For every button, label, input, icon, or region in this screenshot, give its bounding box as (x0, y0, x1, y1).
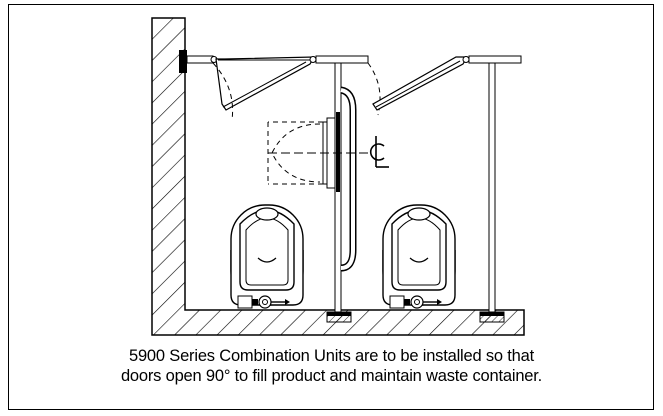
door-swing-arc-1 (212, 62, 234, 121)
wall-and-floor (151, 17, 525, 336)
diagram-frame (8, 4, 654, 410)
door-1 (215, 56, 316, 111)
urinal-1 (230, 204, 304, 309)
partition-1-post (326, 62, 352, 323)
combination-unit (267, 112, 340, 192)
partition-1-top (309, 55, 369, 64)
centerline-marker (268, 136, 389, 168)
caption-line-2: doors open 90° to fill product and maint… (120, 367, 543, 385)
partition-2-post (479, 62, 505, 323)
caption: 5900 Series Combination Units are to be … (0, 346, 663, 386)
caption-line-1: 5900 Series Combination Units are to be … (128, 347, 534, 365)
door-swing-arc-2 (367, 62, 381, 116)
urinal-2 (382, 204, 456, 309)
wall-bracket (179, 50, 218, 73)
door-2 (367, 55, 522, 116)
grab-bar (340, 86, 357, 272)
